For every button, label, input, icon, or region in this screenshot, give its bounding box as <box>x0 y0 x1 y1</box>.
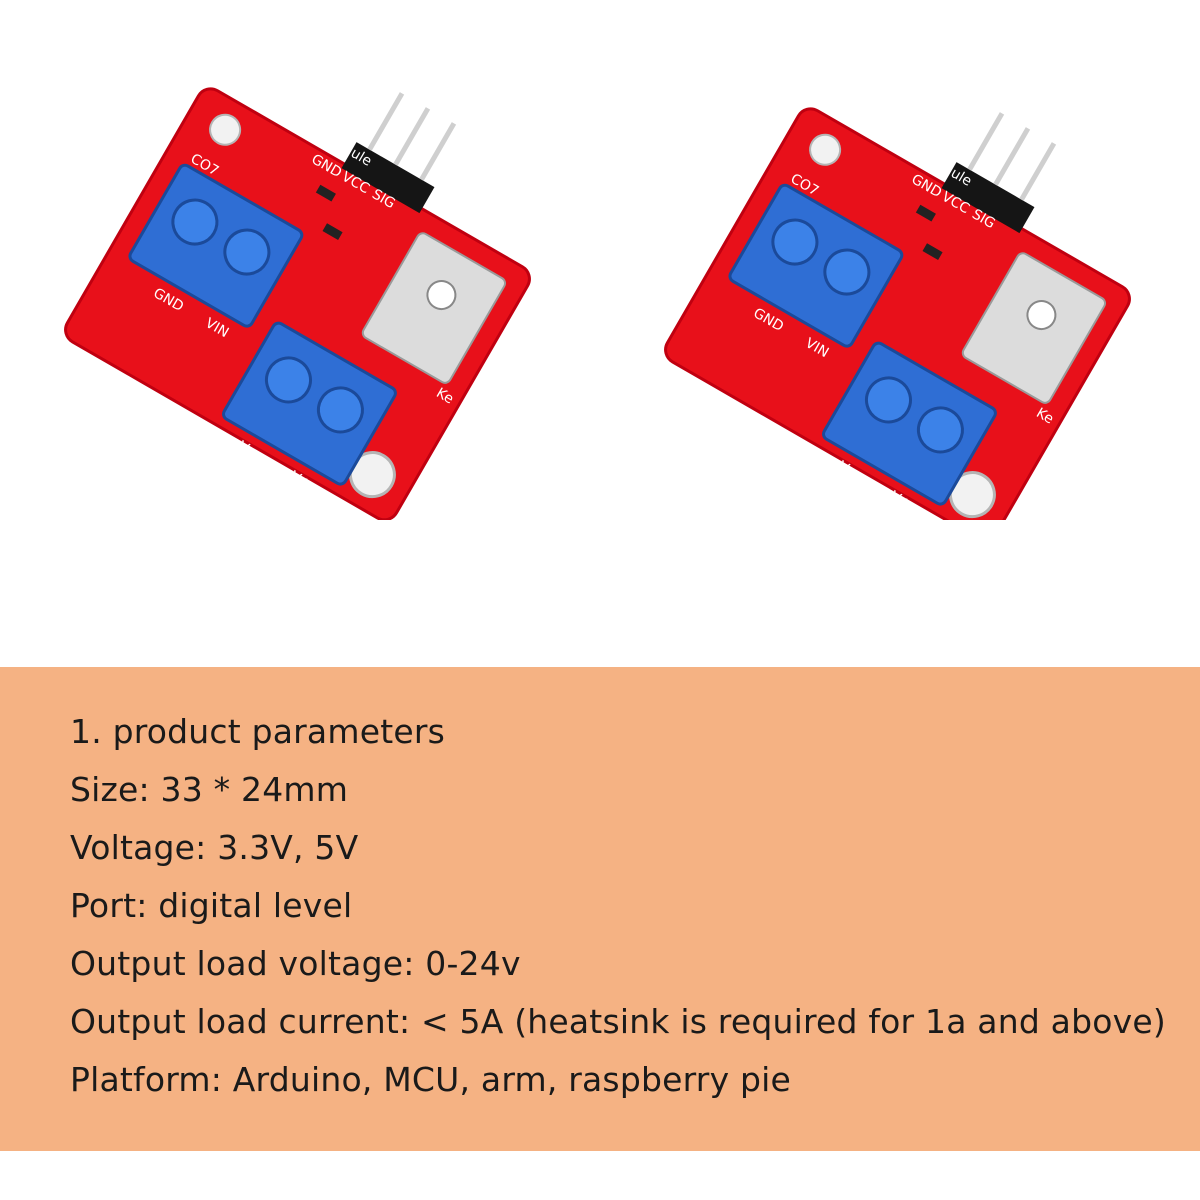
screw-terminal <box>222 321 397 486</box>
silk-corner-mark: Ke <box>433 385 456 407</box>
parameter-list: 1. product parameters Size: 33 * 24mm Vo… <box>70 703 1166 1109</box>
pin-header <box>341 142 435 214</box>
param-voltage: Voltage: 3.3V, 5V <box>70 828 359 867</box>
param-size: Size: 33 * 24mm <box>70 770 349 809</box>
screw-terminal <box>822 341 997 506</box>
silk-corner-mark: Ke <box>1033 405 1056 427</box>
param-port: Port: digital level <box>70 886 353 925</box>
smd-resistor <box>915 204 936 222</box>
mos-module-image-1: MOS Module GND VCC SIG CO7 VIN GND V- V+… <box>64 87 531 520</box>
pin-header <box>941 162 1035 234</box>
param-output-load-voltage: Output load voltage: 0-24v <box>70 944 521 983</box>
param-platform: Platform: Arduino, MCU, arm, raspberry p… <box>70 1060 792 1099</box>
screw-terminal <box>728 183 904 348</box>
parameters-heading: 1. product parameters <box>70 712 445 751</box>
smd-resistor <box>322 223 343 241</box>
mounting-hole <box>209 113 242 146</box>
product-parameters-panel: 1. product parameters Size: 33 * 24mm Vo… <box>0 667 1200 1151</box>
product-photo-area: MOS Module GND VCC SIG CO7 VIN GND V- V+… <box>64 87 1131 520</box>
mos-module-image-2: MOS Module GND VCC SIG CO7 VIN GND V- V+… <box>664 107 1131 520</box>
mounting-hole <box>809 133 842 166</box>
screw-terminal <box>128 163 304 328</box>
mosfet-heat-tab <box>361 232 507 384</box>
smd-resistor <box>922 243 943 261</box>
smd-resistor <box>315 184 336 202</box>
param-output-load-current: Output load current: < 5A (heatsink is r… <box>70 1002 1166 1041</box>
